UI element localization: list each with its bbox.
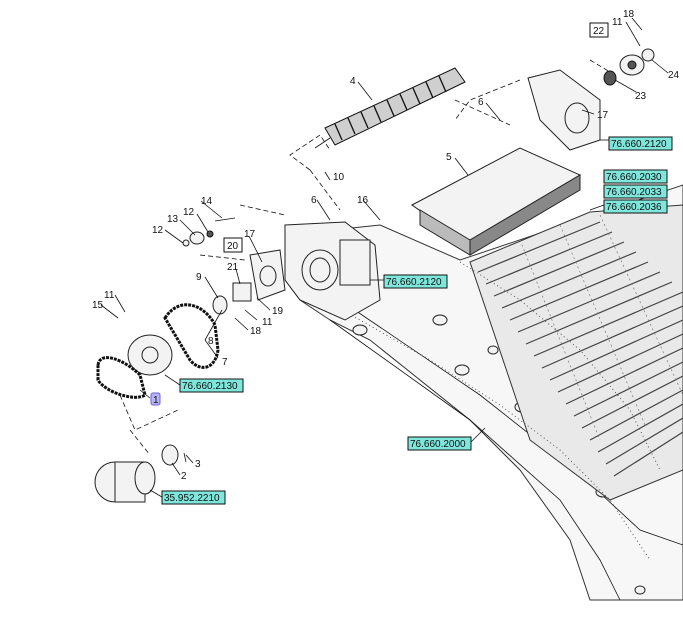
boxed-part-label: 22 <box>593 26 605 37</box>
part-label: 10 <box>333 172 345 183</box>
reference-link[interactable]: 76.660.2120 <box>386 277 442 288</box>
reference-link[interactable]: 76.660.2036 <box>606 202 662 213</box>
reference-link[interactable]: 76.660.2033 <box>606 187 662 198</box>
leader-lines <box>119 59 611 456</box>
part-label: 21 <box>227 262 239 273</box>
part-label: 9 <box>196 272 202 283</box>
part-label: 23 <box>635 91 647 102</box>
part-label: 6 <box>478 97 484 108</box>
part-label: 4 <box>350 76 356 87</box>
part-label: 5 <box>446 152 452 163</box>
part-label: 17 <box>597 110 609 121</box>
part-label: 11 <box>104 290 115 301</box>
selected-part-highlight[interactable] <box>150 392 161 406</box>
part-label: 12 <box>183 207 195 218</box>
part-label: 24 <box>668 70 680 81</box>
part-label: 11 <box>612 17 623 28</box>
part-label: 17 <box>244 229 256 240</box>
reference-link[interactable]: 35.952.2210 <box>164 493 220 504</box>
part-label: 19 <box>272 306 284 317</box>
part-label: 8 <box>208 336 214 347</box>
part-label: 12 <box>152 225 164 236</box>
reference-link[interactable]: 76.660.2130 <box>182 381 238 392</box>
part-label: 6 <box>311 195 317 206</box>
part-label: 14 <box>201 196 213 207</box>
cover-plate <box>411 147 582 256</box>
drive-housing <box>284 221 381 321</box>
upper-roller <box>314 67 466 149</box>
part-number-labels: 18 11 24 23 4 6 17 5 10 6 16 14 13 12 12… <box>92 9 680 482</box>
part-label: 16 <box>357 195 369 206</box>
reference-link[interactable]: 76.660.2030 <box>606 172 662 183</box>
part-label: 13 <box>167 214 179 225</box>
label-leaders <box>100 17 669 476</box>
part-label: 7 <box>222 357 228 368</box>
boxed-part-labels: 22 20 <box>223 22 609 253</box>
reference-callouts[interactable]: 76.660.2120 76.660.2030 76.660.2033 76.6… <box>149 136 673 505</box>
part-label: 15 <box>92 300 104 311</box>
drive-chain-assembly <box>96 217 286 399</box>
part-label: 2 <box>181 471 187 482</box>
part-label[interactable]: 1 <box>153 395 159 406</box>
reference-link[interactable]: 76.660.2000 <box>410 439 466 450</box>
part-label: 11 <box>262 317 273 328</box>
part-label: 3 <box>195 459 201 470</box>
part-label: 18 <box>623 9 635 20</box>
hydraulic-motor <box>94 444 187 503</box>
part-label: 18 <box>250 326 262 337</box>
boxed-part-label: 20 <box>227 241 239 252</box>
conveyor-frame <box>284 184 683 601</box>
reference-link[interactable]: 76.660.2120 <box>611 139 667 150</box>
